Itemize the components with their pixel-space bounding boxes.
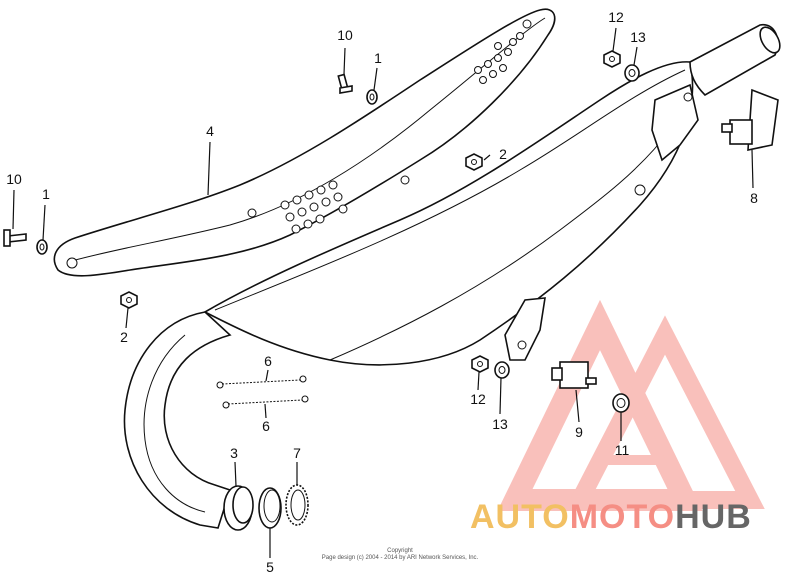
- nut-12-top: [603, 50, 621, 68]
- callout-11: 11: [615, 442, 630, 458]
- washer-left: [36, 239, 48, 255]
- rubber-mount-9: [551, 361, 597, 389]
- callout-1-upper: 1: [374, 50, 382, 66]
- callout-4: 4: [206, 123, 214, 139]
- washer-upper: [366, 89, 378, 105]
- watermark-triangle-logo: [497, 299, 765, 511]
- pipe-joint: [223, 485, 254, 531]
- nut-12-lower: [471, 355, 489, 373]
- callout-8: 8: [750, 190, 758, 206]
- copyright-line-2: Page design (c) 2004 - 2014 by ARI Netwo…: [321, 555, 479, 561]
- copyright-notice: Copyright Page design (c) 2004 - 2014 by…: [300, 548, 500, 562]
- mounting-bracket-8: [721, 88, 779, 151]
- shield-perforations-lower: [280, 180, 348, 234]
- exhaust-header-pipe: [123, 311, 232, 529]
- shield-perforations-upper: [474, 32, 524, 84]
- nut-upper: [465, 153, 483, 171]
- washer-13-lower: [494, 361, 510, 379]
- callout-numbers: 10 1 12 13 4 2 10 1 8 2 6 6 12 13 9 11 3…: [6, 9, 758, 575]
- washer-13-top: [624, 64, 640, 82]
- callout-2-left: 2: [120, 329, 128, 345]
- callout-6-upper: 6: [264, 353, 272, 369]
- gasket: [258, 487, 282, 529]
- callout-10-upper: 10: [337, 27, 353, 43]
- callout-10-left: 10: [6, 171, 22, 187]
- leader-lines: [12, 27, 754, 558]
- collar-11: [612, 393, 630, 413]
- callout-12-top: 12: [608, 9, 624, 25]
- callout-3: 3: [230, 445, 238, 461]
- muffler-body: [203, 24, 781, 366]
- callout-9: 9: [575, 424, 583, 440]
- exhaust-seal: [285, 484, 309, 526]
- bolt-left: [3, 229, 27, 247]
- callout-12-lower: 12: [470, 391, 486, 407]
- callout-7: 7: [293, 445, 301, 461]
- logo-auto-text: AUTO: [470, 498, 570, 536]
- logo-moto-text: MOTO: [569, 498, 676, 536]
- automotohub-logo: AUTOMOTOHUB: [470, 497, 800, 537]
- callout-6-lower: 6: [262, 418, 270, 434]
- callout-13-top: 13: [630, 29, 646, 45]
- callout-13-lower: 13: [492, 416, 508, 432]
- heat-shield: [53, 8, 556, 277]
- nut-left: [120, 291, 138, 309]
- copyright-line-1: Copyright: [387, 548, 413, 554]
- callout-2-upper: 2: [499, 146, 507, 162]
- logo-hub-text: HUB: [675, 498, 752, 536]
- bolt-upper: [337, 73, 353, 94]
- callout-1-left: 1: [42, 186, 50, 202]
- springs: [216, 375, 309, 409]
- callout-5: 5: [266, 559, 274, 575]
